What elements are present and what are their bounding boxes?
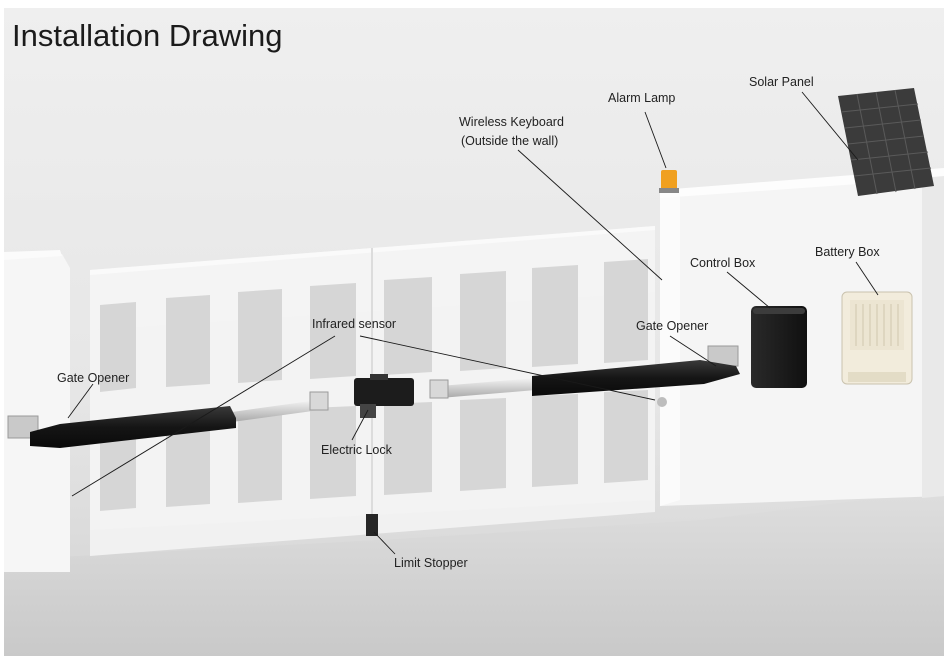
- label-battery-box: Battery Box: [815, 245, 880, 259]
- control-box: [751, 306, 807, 388]
- gate-opener-right: [429, 345, 740, 399]
- battery-box: [841, 291, 913, 385]
- leader-lines: [67, 91, 879, 555]
- label-gate-opener-right: Gate Opener: [636, 319, 708, 333]
- left-pillar: [4, 250, 70, 572]
- label-wireless-keyboard: Wireless Keyboard: [459, 115, 564, 129]
- electric-lock-icon: [354, 374, 414, 418]
- page-title: Installation Drawing: [12, 18, 283, 53]
- label-limit-stopper: Limit Stopper: [394, 556, 468, 570]
- solar-panel: [838, 88, 934, 196]
- wireless-keyboard-icon: [657, 397, 667, 407]
- label-infrared-sensor: Infrared sensor: [312, 317, 396, 331]
- label-electric-lock: Electric Lock: [321, 443, 393, 457]
- gate-opener-left: [7, 391, 329, 448]
- label-alarm-lamp: Alarm Lamp: [608, 91, 675, 105]
- label-gate-opener-left: Gate Opener: [57, 371, 129, 385]
- limit-stopper-icon: [366, 514, 378, 536]
- label-wireless-keyboard-note: (Outside the wall): [461, 134, 558, 148]
- alarm-lamp-icon: [659, 170, 679, 193]
- ground: [4, 490, 944, 656]
- label-control-box: Control Box: [690, 256, 756, 270]
- label-solar-panel: Solar Panel: [749, 75, 814, 89]
